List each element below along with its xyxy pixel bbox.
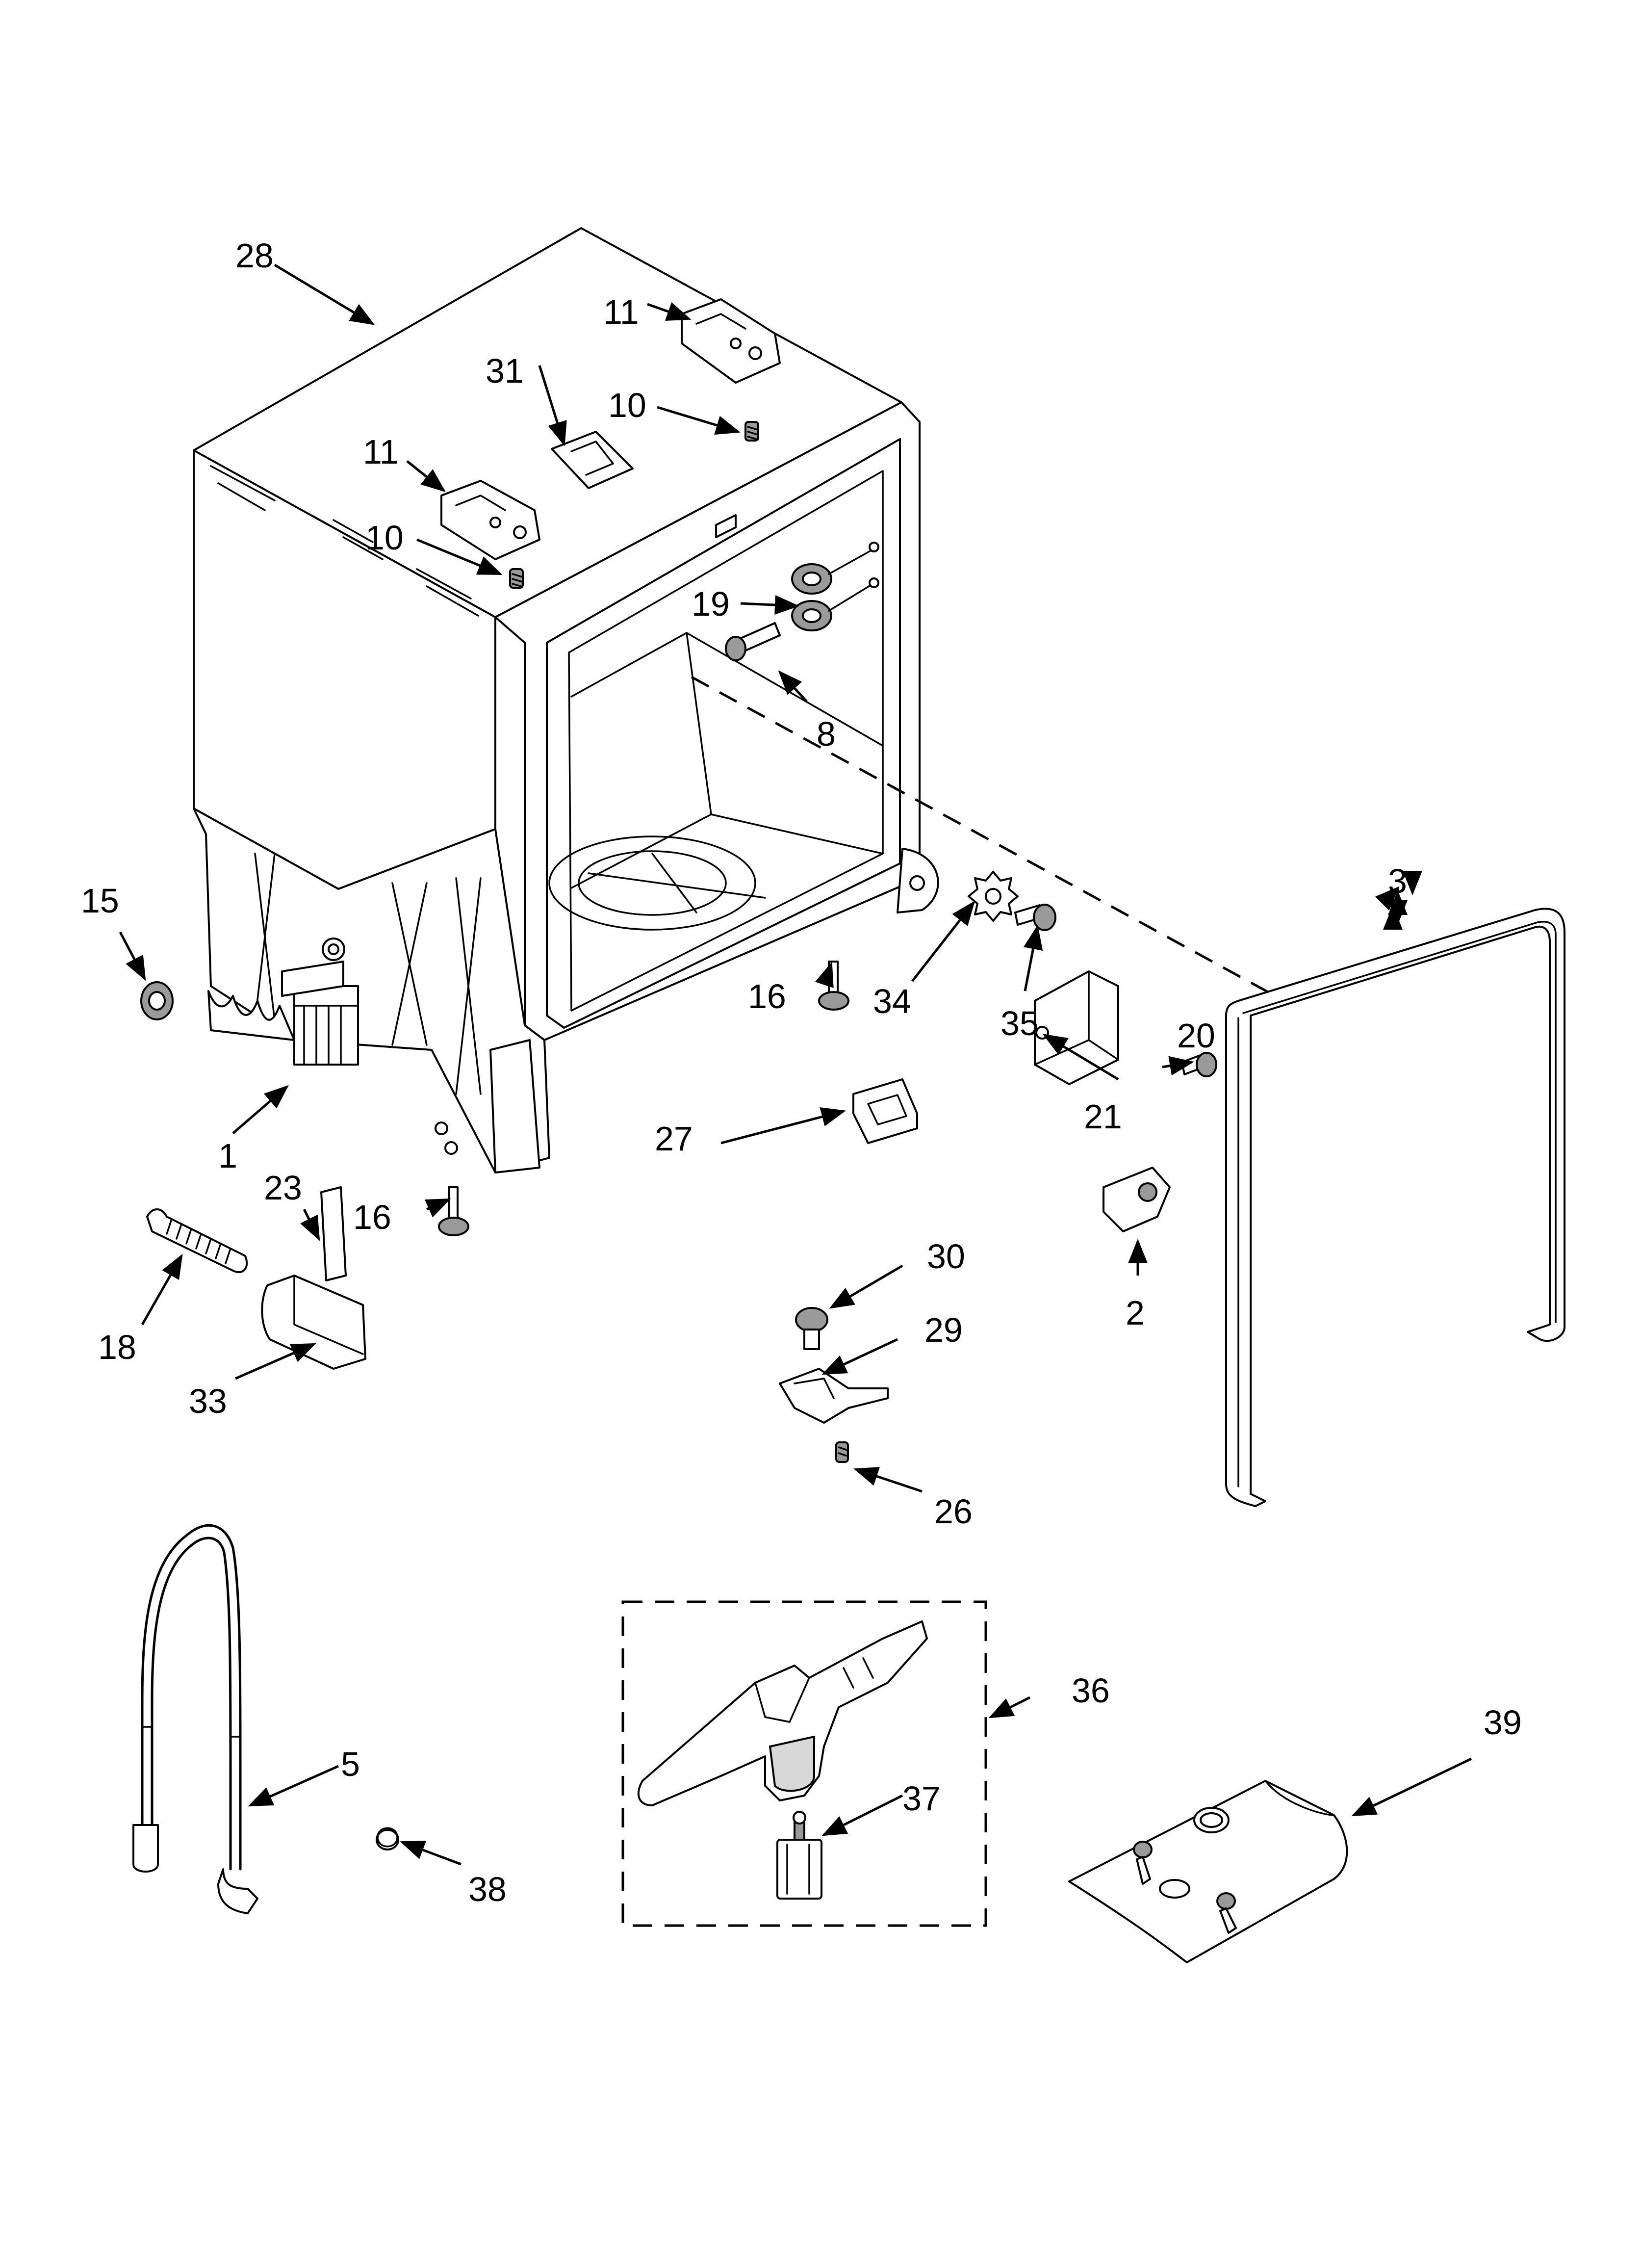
callout-10-upper: 10 (608, 386, 646, 424)
callout-2: 2 (1126, 1294, 1145, 1332)
power-cord-5 (132, 1524, 258, 1914)
callout-28: 28 (235, 236, 274, 275)
callout-21: 21 (1084, 1097, 1122, 1136)
vent-clip (551, 431, 634, 489)
screw-26 (835, 1441, 849, 1463)
callout-38: 38 (468, 1870, 507, 1908)
callout-11-upper: 11 (603, 293, 639, 331)
plug-15 (140, 981, 174, 1020)
callout-33: 33 (189, 1382, 227, 1420)
callout-35: 35 (1001, 1004, 1039, 1043)
callout-18: 18 (98, 1328, 136, 1366)
callout-23: 23 (264, 1169, 302, 1207)
float-bracket (779, 1368, 889, 1424)
callout-11-lower: 11 (363, 433, 399, 471)
bolt-35 (1014, 904, 1056, 931)
callout-19: 19 (692, 585, 730, 623)
leader-arrows (119, 263, 1472, 1866)
screw-20 (1181, 1052, 1217, 1077)
hose-clip-38 (376, 1827, 399, 1851)
callout-39: 39 (1484, 1703, 1522, 1742)
callout-1: 1 (218, 1137, 237, 1175)
star-nut (968, 871, 1019, 922)
screw-10-lower (509, 568, 524, 589)
tub-assembly (193, 227, 939, 1173)
spray-arm-manifold (637, 1620, 928, 1806)
callout-36: 36 (1072, 1671, 1110, 1710)
assembly-line (691, 676, 1276, 997)
callout-16-upper: 16 (748, 977, 786, 1016)
parts-bag-39 (1068, 1780, 1348, 1963)
leveling-leg-16-upper (818, 961, 849, 1011)
spring-18 (146, 1208, 248, 1274)
callout-16-lower: 16 (353, 1198, 391, 1236)
callout-30: 30 (927, 1237, 965, 1276)
callout-5: 5 (341, 1745, 360, 1783)
callout-3: 3 (1388, 862, 1407, 900)
mounting-bracket-21 (1034, 970, 1119, 1085)
callout-31: 31 (486, 352, 524, 390)
door-rollers (791, 542, 879, 631)
hinge-bracket-lower (440, 480, 540, 560)
callout-20: 20 (1177, 1017, 1215, 1055)
callout-37: 37 (902, 1779, 941, 1818)
screw-10-upper (744, 421, 759, 442)
callout-29: 29 (924, 1311, 963, 1349)
callout-27: 27 (655, 1120, 693, 1158)
screw-8 (725, 622, 781, 661)
callout-15: 15 (81, 882, 119, 920)
pad-33 (261, 1275, 366, 1370)
door-gasket (1225, 908, 1565, 1507)
leveling-leg-16-lower (438, 1186, 469, 1236)
pump-motor-37 (776, 1811, 822, 1900)
clip-27 (852, 1078, 918, 1144)
callout-10-lower: 10 (365, 519, 404, 557)
callout-labels: 28 11 31 10 11 10 19 8 3 15 16 34 35 20 … (81, 236, 1522, 1908)
callout-34: 34 (873, 982, 911, 1020)
float-switch (795, 1307, 828, 1350)
callout-26: 26 (934, 1492, 973, 1531)
latch-2 (1103, 1167, 1171, 1232)
strip-23 (320, 1186, 347, 1281)
callout-8: 8 (817, 715, 836, 753)
assembly-36-box (621, 1600, 987, 1927)
hinge-bracket-upper (681, 298, 781, 384)
